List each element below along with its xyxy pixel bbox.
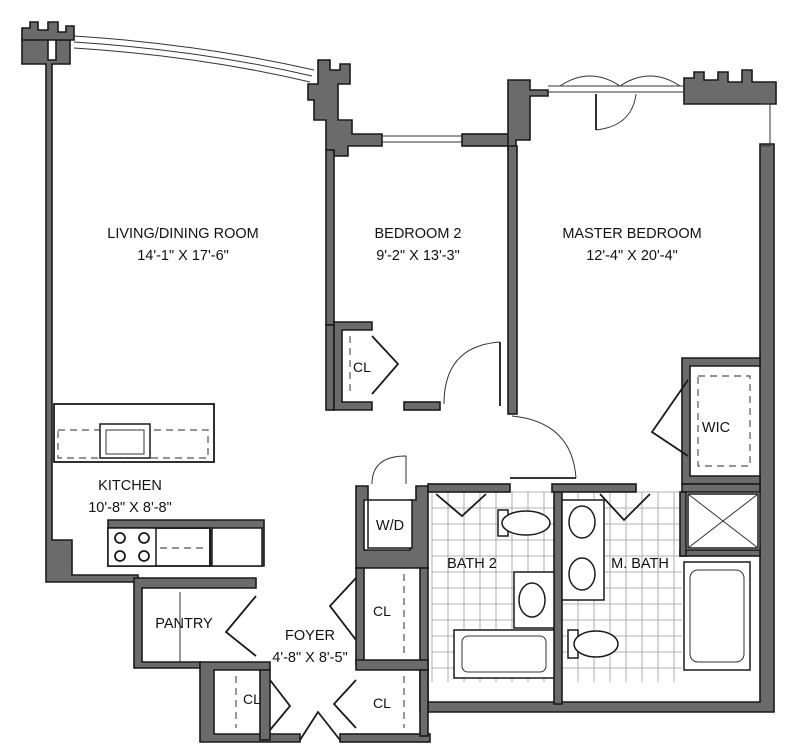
- closet-shelves: [179, 336, 751, 728]
- mbath-name: M. BATH: [611, 556, 669, 572]
- master-door-swing: [511, 415, 577, 479]
- living-curved-window-outer: [73, 35, 315, 71]
- pantry-wall: [133, 577, 257, 669]
- foyer-southwest-wall: [199, 661, 301, 743]
- bedroom2-north-wall: [461, 133, 513, 147]
- mbath-toilet-bowl: [573, 630, 619, 658]
- foyer-bottom-closet-wall: [419, 669, 429, 737]
- kitchen-sink-basin: [105, 429, 145, 455]
- foyer-bottom-closet-name: CL: [373, 695, 391, 711]
- mbath-door: [599, 493, 651, 522]
- mbath-sink-1: [568, 505, 596, 539]
- kitchen-name: KITCHEN: [98, 478, 162, 494]
- foyer-east-wall: [355, 567, 365, 665]
- bath2-door: [435, 493, 487, 518]
- kitchen-sink: [99, 423, 151, 459]
- bedroom2-west-wall: [325, 149, 335, 326]
- bedroom2-south-wall: [403, 401, 441, 411]
- burner: [138, 532, 150, 544]
- bath2-toilet-bowl: [501, 510, 551, 536]
- burner: [114, 550, 126, 562]
- wd-name: W/D: [376, 518, 404, 534]
- nw-corner-pier: [21, 21, 75, 41]
- foyer-closet-door: [328, 577, 357, 641]
- mbath-north-wall-right: [681, 483, 761, 493]
- bath2-tub: [453, 629, 555, 679]
- bedroom2-door-swing: [443, 341, 501, 405]
- mbath-north-wall: [551, 483, 637, 493]
- wic-shelf: [697, 375, 751, 467]
- bath2-tub-basin: [461, 635, 547, 673]
- burner: [138, 550, 150, 562]
- foyer-bottom-closet-door: [332, 679, 357, 729]
- bath-fixtures: [367, 493, 759, 679]
- bedroom2-west-wall-lower: [325, 324, 335, 411]
- living-room-name: LIVING/DINING ROOM: [107, 226, 258, 242]
- foyer-south-wall-right: [339, 733, 431, 743]
- bath2-name: BATH 2: [447, 556, 497, 572]
- kitchen-dims: 10'-8" X 8'-8": [88, 500, 172, 516]
- burner: [114, 532, 126, 544]
- doors: [224, 93, 689, 741]
- refrigerator: [211, 527, 263, 567]
- entry-door: [299, 710, 341, 741]
- bath-divider-wall: [553, 487, 563, 705]
- foyer-left-closet-door: [269, 679, 292, 731]
- foyer-closet-divider: [355, 659, 429, 671]
- living-curved-window-mid: [73, 41, 313, 77]
- wic-name: WIC: [702, 420, 730, 436]
- master-bedroom-name: MASTER BEDROOM: [562, 226, 701, 242]
- shower-south-wall: [679, 549, 761, 557]
- pantry-name: PANTRY: [155, 616, 213, 632]
- windows: [73, 35, 771, 147]
- foyer-name: FOYER: [285, 628, 335, 644]
- shower-diagonal: [687, 493, 759, 549]
- bath2-north-wall: [427, 483, 511, 493]
- washer-dryer: [367, 499, 413, 549]
- east-window: [760, 103, 771, 147]
- bedroom2-name: BEDROOM 2: [374, 226, 461, 242]
- mbath-tub-basin: [689, 569, 745, 663]
- living-bedroom2-pier: [307, 59, 383, 157]
- foyer-closet-name: CL: [373, 603, 391, 619]
- pantry-door: [224, 595, 257, 657]
- bedroom2-closet-name: CL: [353, 359, 371, 375]
- balcony-door-arc-left: [559, 75, 621, 87]
- ne-corner-pier: [683, 69, 777, 105]
- cooktop: [107, 527, 157, 567]
- wic-door: [650, 379, 689, 457]
- mbath-sink-2: [568, 557, 596, 591]
- living-curved-window-inner: [73, 47, 311, 83]
- foyer-dims: 4'-8" X 8'-5": [272, 650, 347, 666]
- bath2-sink: [518, 582, 546, 618]
- kitchen-fixtures: [53, 403, 263, 567]
- balcony-door-arc-right: [619, 75, 681, 87]
- kitchen-island: [53, 403, 215, 463]
- west-exterior-wall: [21, 37, 139, 583]
- room-labels: LIVING/DINING ROOM 14'-1" X 17'-6" BEDRO…: [88, 226, 730, 711]
- bedroom2-east-wall: [507, 145, 518, 415]
- laundry-door-swing: [371, 455, 407, 485]
- mbath-tub: [683, 561, 751, 671]
- bedroom2-dims: 9'-2" X 13'-3": [376, 248, 460, 264]
- shower-west-wall: [679, 491, 687, 557]
- bedroom2-master-pier: [507, 79, 549, 151]
- bedroom2-closet-wall: [333, 321, 373, 411]
- foyer-left-closet-name: CL: [243, 691, 261, 707]
- master-balcony-door-swing: [595, 93, 637, 131]
- master-bedroom-dims: 12'-4" X 20'-4": [586, 248, 678, 264]
- living-room-dims: 14'-1" X 17'-6": [137, 248, 229, 264]
- bedroom2-closet-bifold: [371, 335, 400, 395]
- foyer-left-closet-wall: [259, 669, 271, 741]
